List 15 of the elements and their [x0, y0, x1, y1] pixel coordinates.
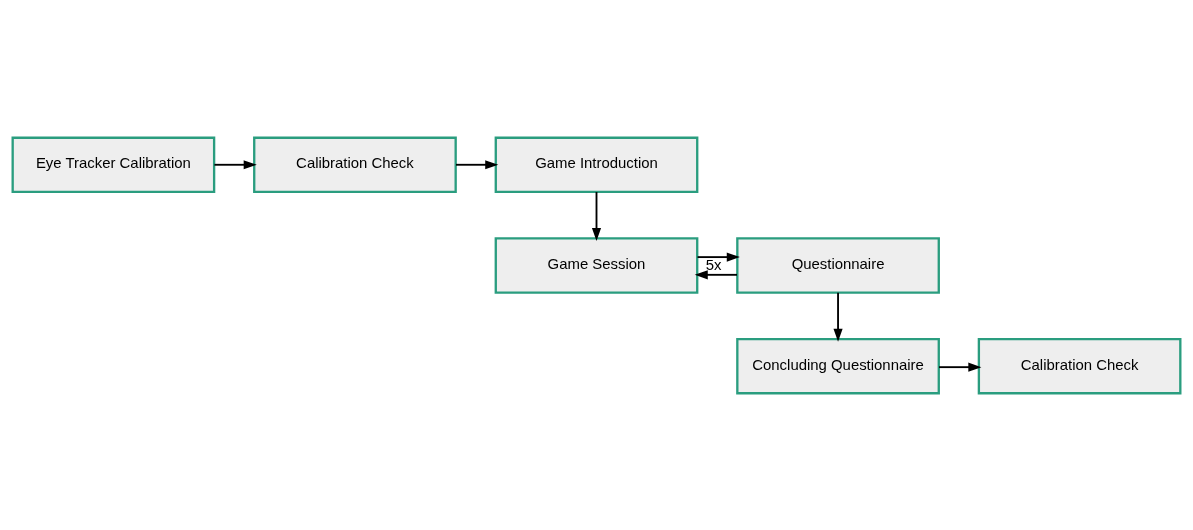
node-box: Game Introduction: [494, 136, 699, 193]
node-box: Game Session: [494, 236, 699, 294]
node-box: Calibration Check: [977, 337, 1182, 394]
arrow: [591, 190, 602, 241]
node-box: Calibration Check: [253, 136, 457, 193]
arrow: [938, 362, 982, 372]
arrow: [213, 159, 257, 169]
arrow: [694, 269, 738, 279]
node-box: Concluding Questionnaire: [736, 337, 940, 394]
arrow: [833, 291, 843, 342]
node-box: Questionnaire: [736, 236, 940, 294]
arrow: [696, 252, 740, 262]
arrow: [455, 159, 499, 169]
edge-label: 5x: [705, 255, 722, 273]
node-box: Eye Tracker Calibration: [11, 136, 216, 193]
